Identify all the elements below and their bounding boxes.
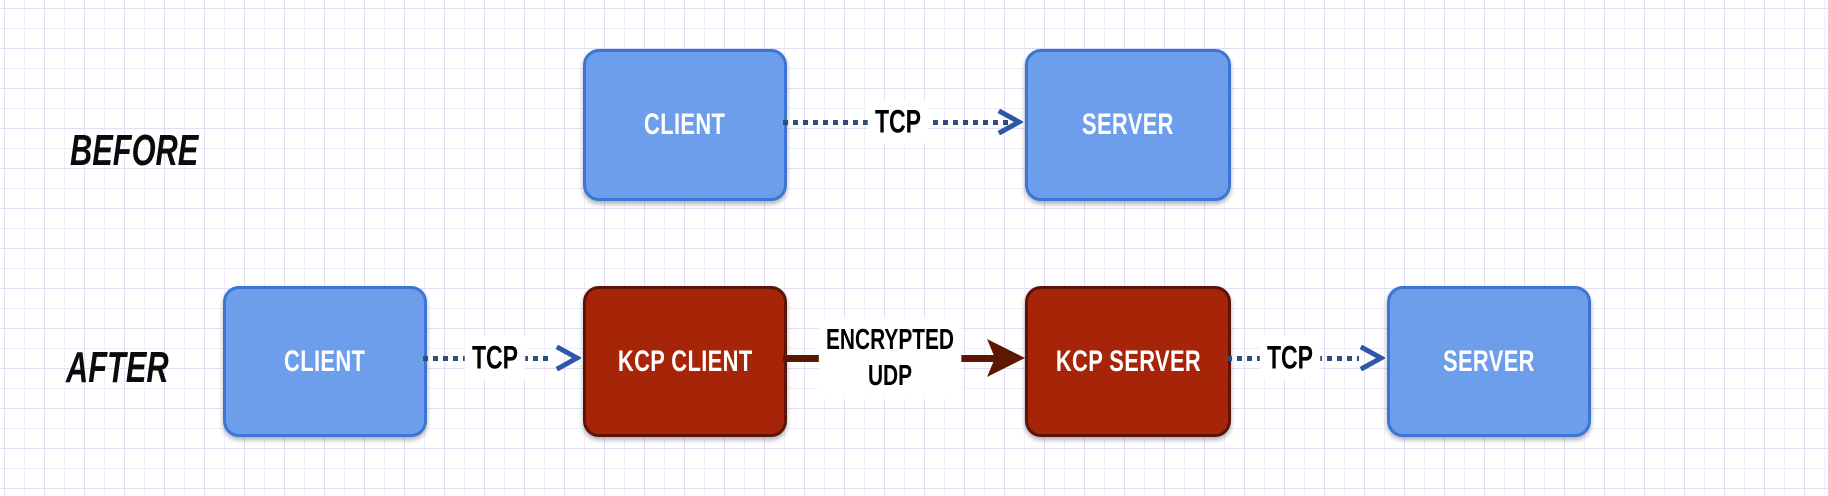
edge-label-udp-line2: UDP bbox=[867, 360, 913, 392]
node-kcp-server-label: KCP SERVER bbox=[1055, 344, 1201, 378]
arrowhead-tcp-after2-icon bbox=[1359, 345, 1385, 371]
edge-label-tcp-after2: TCP bbox=[1259, 336, 1321, 380]
node-kcp-server: KCP SERVER bbox=[1025, 286, 1231, 437]
node-client-after: CLIENT bbox=[223, 286, 427, 437]
edge-label-udp: ENCRYPTED UDP bbox=[818, 317, 962, 399]
node-server-after: SERVER bbox=[1387, 286, 1591, 437]
node-server-after-label: SERVER bbox=[1443, 344, 1535, 378]
node-client-before: CLIENT bbox=[583, 49, 787, 201]
edge-label-udp-line1: ENCRYPTED bbox=[825, 323, 955, 356]
node-server-before-label: SERVER bbox=[1082, 108, 1174, 141]
node-client-before-label: CLIENT bbox=[644, 108, 726, 141]
arrowhead-tcp-before-icon bbox=[997, 109, 1023, 135]
node-kcp-client: KCP CLIENT bbox=[583, 286, 787, 437]
row-label-after: AFTER bbox=[66, 343, 169, 392]
arrowhead-udp-icon bbox=[987, 339, 1025, 377]
arrowhead-tcp-after1-icon bbox=[555, 345, 581, 371]
node-server-before: SERVER bbox=[1025, 49, 1231, 201]
edge-label-tcp-after1: TCP bbox=[464, 336, 526, 380]
node-kcp-client-label: KCP CLIENT bbox=[617, 344, 753, 378]
node-client-after-label: CLIENT bbox=[284, 344, 366, 378]
edge-label-tcp-before: TCP bbox=[867, 100, 929, 144]
row-label-before: BEFORE bbox=[70, 126, 199, 175]
